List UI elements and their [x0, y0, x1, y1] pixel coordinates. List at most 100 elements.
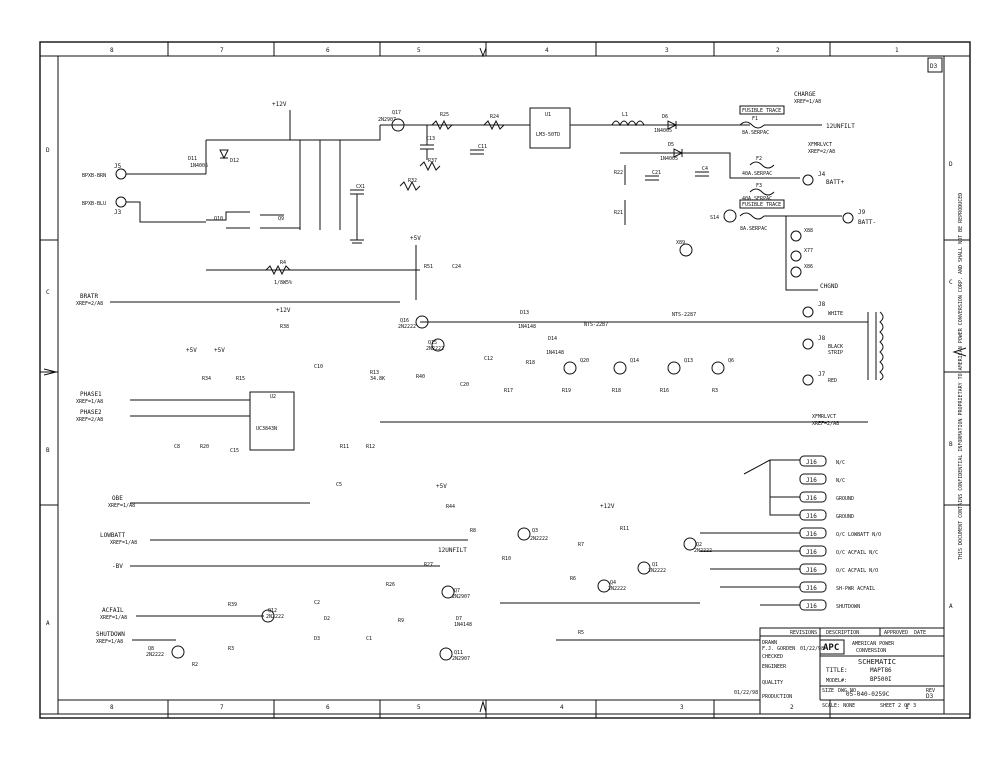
resistor-r4	[265, 264, 291, 276]
svg-text:+12V: +12V	[276, 307, 291, 314]
svg-text:X89: X89	[676, 240, 685, 246]
svg-text:J16: J16	[806, 495, 817, 502]
svg-text:FUSIBLE TRACE: FUSIBLE TRACE	[742, 202, 781, 208]
svg-text:AMERICAN POWER: AMERICAN POWER	[852, 641, 895, 647]
svg-text:SIZE: SIZE	[822, 688, 834, 694]
svg-text:J3: J3	[114, 209, 122, 216]
svg-text:X77: X77	[804, 248, 813, 254]
svg-text:UC3843N: UC3843N	[256, 426, 277, 432]
zone-bottom-1: 1	[905, 704, 909, 711]
svg-text:Q4: Q4	[610, 580, 616, 586]
svg-text:1N4148: 1N4148	[546, 350, 564, 356]
svg-text:XFMRLVCT: XFMRLVCT	[812, 414, 836, 420]
mosfet-q6	[711, 361, 725, 375]
svg-text:Q13: Q13	[684, 358, 693, 364]
j4-connector	[802, 174, 814, 186]
fuse-f2	[749, 161, 775, 169]
svg-text:O/C LOWBATT N/O: O/C LOWBATT N/O	[836, 532, 881, 538]
j8-connector	[802, 306, 814, 318]
center-marker-left	[43, 368, 57, 376]
interface-section: OBE XREF=1/A8 LOWBATT XREF=1/A8 -BV ACFA…	[96, 483, 760, 668]
svg-text:OBE: OBE	[112, 495, 123, 502]
svg-text:GROUND: GROUND	[836, 496, 854, 502]
transistor-q3	[517, 527, 531, 541]
zone-top-4: 4	[545, 47, 549, 54]
svg-text:R51: R51	[424, 264, 433, 270]
svg-text:Q3: Q3	[532, 528, 538, 534]
svg-text:R38: R38	[280, 324, 289, 330]
zone-bottom-2: 2	[790, 704, 794, 711]
svg-text:DESCRIPTION: DESCRIPTION	[826, 630, 859, 636]
transistor-q11	[439, 647, 453, 661]
svg-text:XREF=1/A8: XREF=1/A8	[108, 503, 135, 509]
svg-text:SHUTDOWN: SHUTDOWN	[96, 631, 125, 638]
zone-left-B: B	[46, 447, 50, 454]
svg-text:R18: R18	[612, 388, 621, 394]
svg-text:D13: D13	[520, 310, 529, 316]
svg-text:J9: J9	[858, 209, 866, 216]
svg-text:BP500I: BP500I	[870, 676, 892, 683]
drive-section: BRATR XREF=2/A8 +5V R51 C24 Q16 2N2222 Q…	[76, 235, 884, 427]
svg-text:C12: C12	[484, 356, 493, 362]
center-marker-top	[479, 47, 487, 58]
svg-text:34.8K: 34.8K	[370, 376, 385, 382]
svg-text:O/C ACFAIL N/O: O/C ACFAIL N/O	[836, 568, 878, 574]
svg-text:J5: J5	[114, 163, 122, 170]
svg-text:BRATR: BRATR	[80, 293, 98, 300]
svg-text:D3: D3	[926, 693, 934, 700]
svg-text:R11: R11	[340, 444, 349, 450]
svg-text:1N4005: 1N4005	[190, 163, 208, 169]
zone-right-D: D	[949, 161, 953, 168]
svg-text:SH-PWR ACFAIL: SH-PWR ACFAIL	[836, 586, 875, 592]
svg-text:Q16: Q16	[400, 318, 409, 324]
transistor-q12	[261, 609, 275, 623]
switch-x86	[790, 266, 802, 278]
regulator-u1	[529, 107, 571, 149]
svg-text:BLACK: BLACK	[828, 344, 843, 350]
svg-text:C1: C1	[366, 636, 372, 642]
svg-text:R32: R32	[408, 178, 417, 184]
zone-bottom-6: 6	[326, 704, 330, 711]
svg-text:LM3-50TD: LM3-50TD	[536, 132, 560, 138]
svg-text:2N2222: 2N2222	[398, 324, 416, 330]
zone-strip-top: 8 7 6 5 4 3 2 1	[40, 42, 970, 58]
svg-text:PRODUCTION: PRODUCTION	[762, 694, 792, 700]
svg-text:X86: X86	[804, 264, 813, 270]
svg-text:N/C: N/C	[836, 460, 845, 466]
fuse-f3	[749, 188, 775, 196]
fusible-trace-label-box	[739, 105, 785, 115]
svg-text:J16: J16	[806, 531, 817, 538]
svg-text:40A.SERPAC: 40A.SERPAC	[742, 196, 772, 202]
zone-left-D: D	[46, 147, 50, 154]
svg-text:APPROVED: APPROVED	[884, 630, 908, 636]
zone-right-C: C	[949, 279, 953, 286]
svg-text:R12: R12	[366, 444, 375, 450]
svg-text:+5V: +5V	[186, 347, 197, 354]
svg-text:R26: R26	[386, 582, 395, 588]
zone-top-7: 7	[220, 47, 224, 54]
svg-text:SHEET 2 OF 3: SHEET 2 OF 3	[880, 703, 916, 709]
svg-text:J8: J8	[818, 301, 826, 308]
svg-text:+12V: +12V	[600, 503, 615, 510]
svg-text:Q17: Q17	[392, 110, 401, 116]
svg-text:CHECKED: CHECKED	[762, 654, 783, 660]
svg-text:CHGND: CHGND	[820, 283, 838, 290]
svg-text:C11: C11	[478, 144, 487, 150]
transistor-q7	[441, 585, 455, 599]
resistor-r32	[399, 180, 421, 192]
mosfet-q20	[563, 361, 577, 375]
svg-text:GROUND: GROUND	[836, 514, 854, 520]
svg-text:XREF=1/A8: XREF=1/A8	[96, 639, 123, 645]
svg-text:Q10: Q10	[214, 216, 223, 222]
svg-text:XFMRLVCT: XFMRLVCT	[808, 142, 832, 148]
mosfet-q14	[613, 361, 627, 375]
svg-text:R9: R9	[398, 618, 404, 624]
svg-text:R13: R13	[370, 370, 379, 376]
svg-text:STRIP: STRIP	[828, 350, 843, 356]
svg-text:R16: R16	[660, 388, 669, 394]
svg-text:D6: D6	[662, 114, 668, 120]
mosfet-q9	[260, 214, 300, 229]
svg-text:+5V: +5V	[214, 347, 225, 354]
svg-text:R21: R21	[614, 210, 623, 216]
svg-text:2N2222: 2N2222	[146, 652, 164, 658]
